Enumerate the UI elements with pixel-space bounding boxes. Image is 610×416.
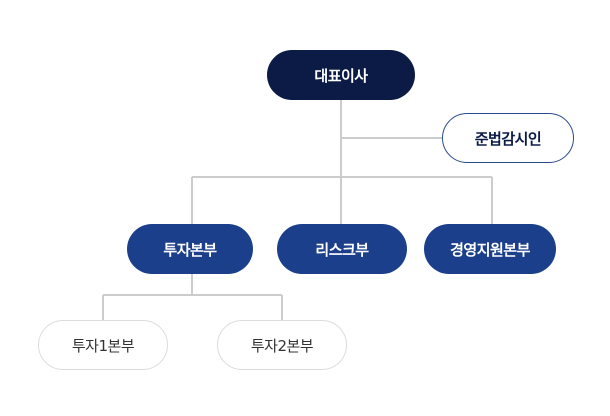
division-node-investment: 투자본부 <box>127 224 253 274</box>
sub-division-node-investment-2: 투자2본부 <box>217 320 347 370</box>
sub-division-label: 투자1본부 <box>71 336 135 355</box>
division-label: 리스크부 <box>315 240 369 259</box>
compliance-officer-node: 준법감시인 <box>442 113 574 163</box>
division-label: 경영지원본부 <box>450 240 530 259</box>
compliance-officer-label: 준법감시인 <box>474 129 542 148</box>
division-node-management-support: 경영지원본부 <box>424 224 556 274</box>
division-node-risk: 리스크부 <box>277 224 407 274</box>
sub-division-label: 투자2본부 <box>250 336 314 355</box>
division-label: 투자본부 <box>163 240 217 259</box>
ceo-label: 대표이사 <box>314 66 368 85</box>
sub-division-node-investment-1: 투자1본부 <box>38 320 168 370</box>
ceo-node: 대표이사 <box>267 50 415 100</box>
